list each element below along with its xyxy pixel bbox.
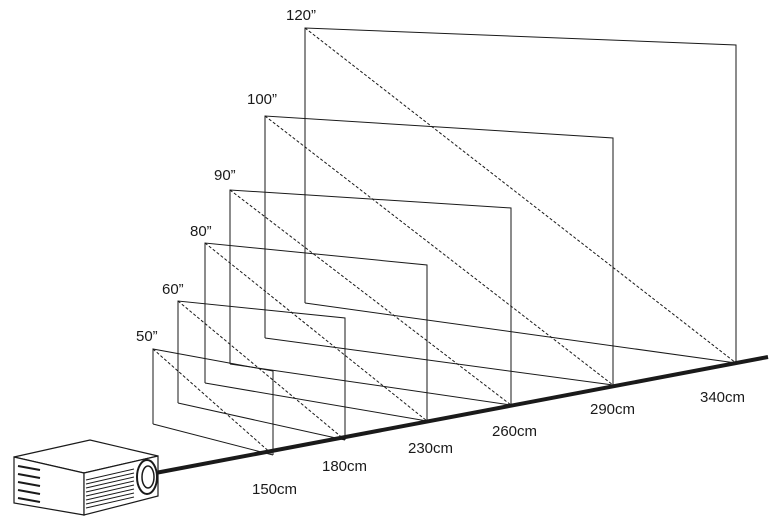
distance-label-230: 230cm [408, 440, 453, 457]
screen-baseline-60 [177, 402, 346, 441]
distance-label-340: 340cm [700, 389, 745, 406]
distance-label-180: 180cm [322, 458, 367, 475]
screen-50: 50” 150cm [136, 328, 297, 498]
screen-baseline-80 [204, 382, 428, 422]
screen-baseline-120 [304, 302, 737, 364]
size-label-80: 80” [190, 223, 212, 240]
size-label-90: 90” [214, 167, 236, 184]
screen-baseline-100 [264, 337, 614, 386]
size-label-100: 100” [247, 91, 277, 108]
screen-outline-120 [304, 27, 737, 363]
screen-diagonal-120 [304, 27, 737, 364]
screen-60: 60” 180cm [162, 281, 367, 475]
size-label-50: 50” [136, 328, 158, 345]
projector-side-grille [85, 468, 135, 509]
screen-80: 80” 230cm [190, 223, 453, 457]
screen-120: 120” 340cm [286, 7, 745, 406]
screen-diagonal-80 [204, 242, 428, 422]
screen-outline-60 [177, 300, 346, 440]
size-label-120: 120” [286, 7, 316, 24]
screen-diagonal-90 [229, 189, 512, 406]
projector-lens [136, 459, 158, 495]
size-label-60: 60” [162, 281, 184, 298]
distance-label-150: 150cm [252, 481, 297, 498]
distance-label-290: 290cm [590, 401, 635, 418]
projector-front-vents [17, 465, 41, 503]
screen-90: 90” 260cm [214, 167, 537, 440]
projector-icon [13, 439, 159, 516]
distance-label-260: 260cm [492, 423, 537, 440]
floor-line [149, 355, 769, 476]
screen-baseline-50 [152, 423, 274, 456]
screen-outline-100 [264, 115, 614, 385]
screen-diagonal-60 [177, 300, 346, 441]
screen-outline-80 [204, 242, 428, 421]
screen-diagonal-100 [264, 115, 614, 386]
screen-outline-90 [229, 189, 512, 405]
screens-group: 120” 340cm 100” 290cm 90” 260cm [136, 7, 745, 498]
screen-100: 100” 290cm [247, 91, 635, 418]
screen-outline-50 [152, 348, 274, 455]
screen-diagonal-50 [152, 348, 274, 456]
screen-baseline-90 [229, 363, 512, 406]
